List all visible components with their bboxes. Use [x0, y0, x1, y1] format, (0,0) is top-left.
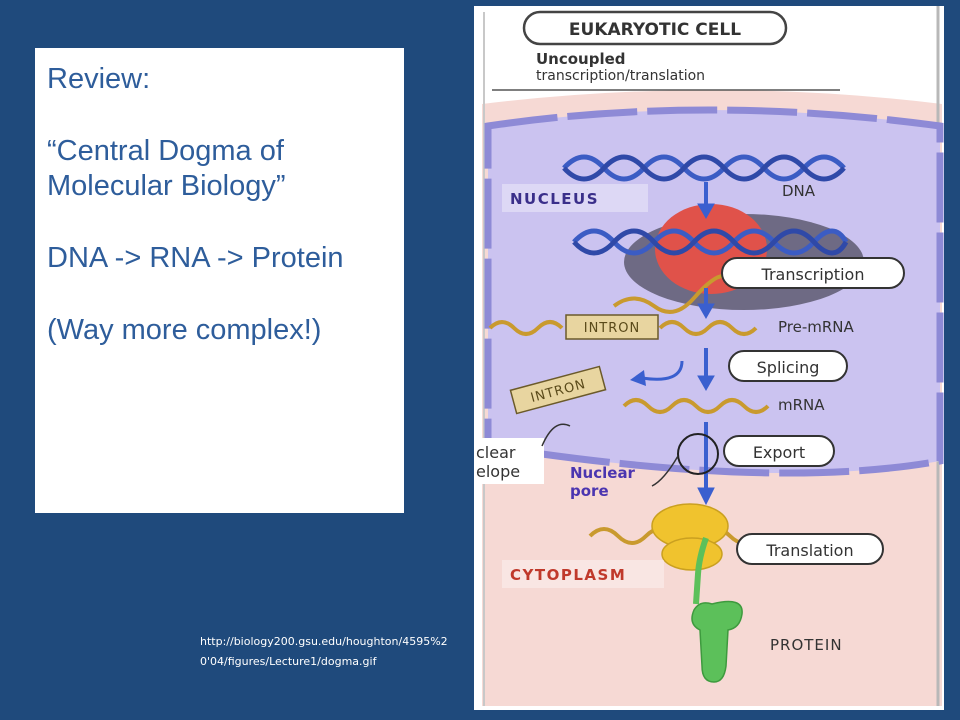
nuclear-envelope-label-bg [474, 438, 544, 484]
eukaryotic-cell-diagram: EUKARYOTIC CELL Uncoupled transcription/… [474, 6, 944, 708]
translation-label-box [736, 533, 884, 565]
diagram-subtitle-1: Uncoupled [536, 50, 626, 68]
transcription-label: Transcription [761, 265, 865, 284]
central-dogma-title: “Central Dogma of Molecular Biology” [47, 134, 286, 203]
spacer [47, 98, 394, 134]
spacer [47, 277, 394, 313]
translation-label: Translation [765, 541, 853, 560]
splicing-label: Splicing [757, 358, 820, 377]
cytoplasm-label-bg [502, 560, 664, 588]
nuclear-envelope-label-1: clear [476, 443, 516, 462]
splicing-label-box [728, 350, 848, 382]
dna-label: DNA [782, 182, 816, 200]
nascent-polypeptide [693, 537, 709, 605]
review-heading: Review: [47, 63, 151, 95]
protein-label: PROTEIN [770, 636, 843, 654]
ribosome-small-subunit [661, 537, 723, 571]
intron-removal-arrow [641, 360, 684, 381]
nuclear-envelope-label-2: elope [476, 462, 520, 481]
source-url-caption: http://biology200.gsu.edu/houghton/4595%… [200, 635, 448, 668]
dna-helix-middle [572, 228, 849, 256]
transcription-label-box [721, 257, 905, 289]
diagram-subtitle-2: transcription/translation [536, 68, 705, 84]
cytoplasm-label: CYTOPLASM [510, 566, 626, 584]
intron-removal-arrowhead [630, 370, 646, 386]
mrna-strand [622, 398, 770, 414]
envelope-pointer [541, 423, 571, 447]
cell-label-box [522, 10, 788, 46]
review-text-box: Review: “Central Dogma of Molecular Biol… [35, 48, 404, 513]
process-arrows [697, 182, 715, 506]
spacer [47, 205, 394, 241]
export-label-box [723, 435, 835, 467]
pre-mrna-strand [488, 320, 758, 336]
nuclear-pore-pointer [651, 455, 679, 487]
mrna-label: mRNA [778, 396, 825, 414]
intron-label: INTRON [584, 321, 641, 336]
folded-protein [691, 600, 743, 683]
nuclear-pore-label-1: Nuclear [570, 464, 636, 482]
nuclear-pore-label-2: pore [570, 482, 609, 500]
central-dogma-figure: EUKARYOTIC CELL Uncoupled transcription/… [474, 6, 944, 710]
nucleus-label-bg [502, 184, 648, 212]
nuclear-pore-circle [677, 433, 719, 475]
export-label: Export [753, 443, 805, 462]
pre-mrna-label: Pre-mRNA [778, 318, 855, 336]
nucleus-label: NUCLEUS [510, 190, 599, 208]
complexity-note: (Way more complex!) [47, 313, 322, 346]
cell-label: EUKARYOTIC CELL [569, 20, 741, 40]
dna-helix-top [562, 154, 846, 182]
intron-segment [565, 314, 659, 340]
dna-rna-protein-flow: DNA -> RNA -> Protein [47, 241, 344, 274]
